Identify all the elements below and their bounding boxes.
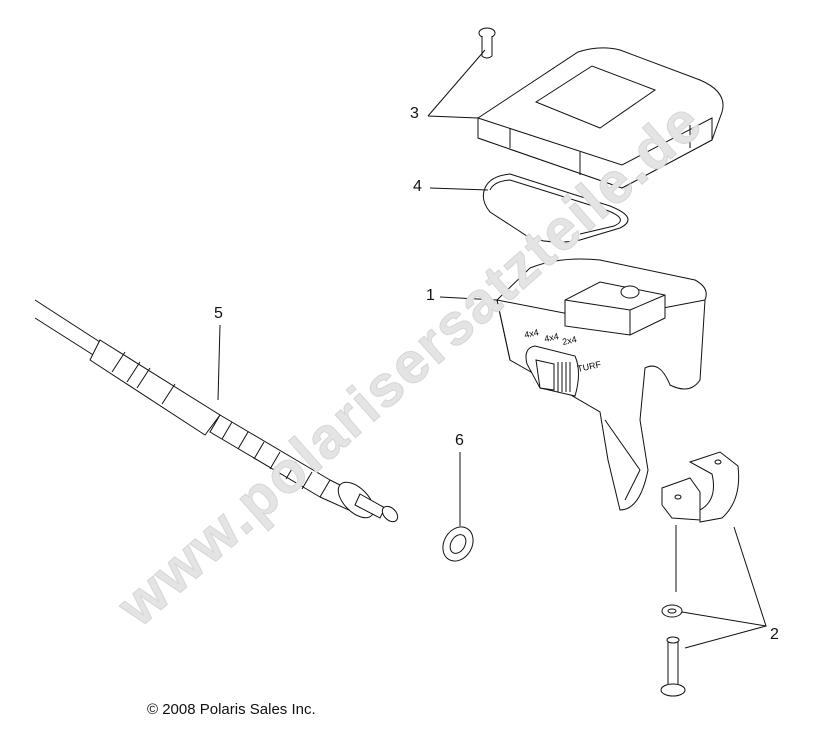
switch-label-mode1: 4x4 (543, 331, 559, 344)
leader-lines (217, 49, 767, 649)
copyright-notice: © 2008 Polaris Sales Inc. (147, 701, 316, 718)
callout-6: 6 (455, 432, 464, 449)
gasket-part (482, 173, 629, 243)
callout-2: 2 (770, 626, 779, 643)
clamp-screw-part (660, 636, 686, 697)
callout-4: 4 (413, 178, 422, 195)
switch-housing-part (496, 258, 707, 511)
switch-label-mode2: 2x4 (561, 334, 577, 347)
screw-part (478, 27, 496, 59)
washer-part (442, 526, 474, 562)
switch-label-mode0: 4x4 (523, 327, 539, 340)
switch-label-mode3: TURF (576, 359, 602, 374)
callout-3: 3 (410, 105, 419, 122)
callout-5: 5 (214, 305, 223, 322)
callout-1: 1 (426, 287, 435, 304)
throttle-cable-part (34, 299, 399, 523)
cover-part (477, 47, 724, 189)
lock-washer-part (661, 604, 683, 618)
clamp-part (661, 451, 740, 523)
